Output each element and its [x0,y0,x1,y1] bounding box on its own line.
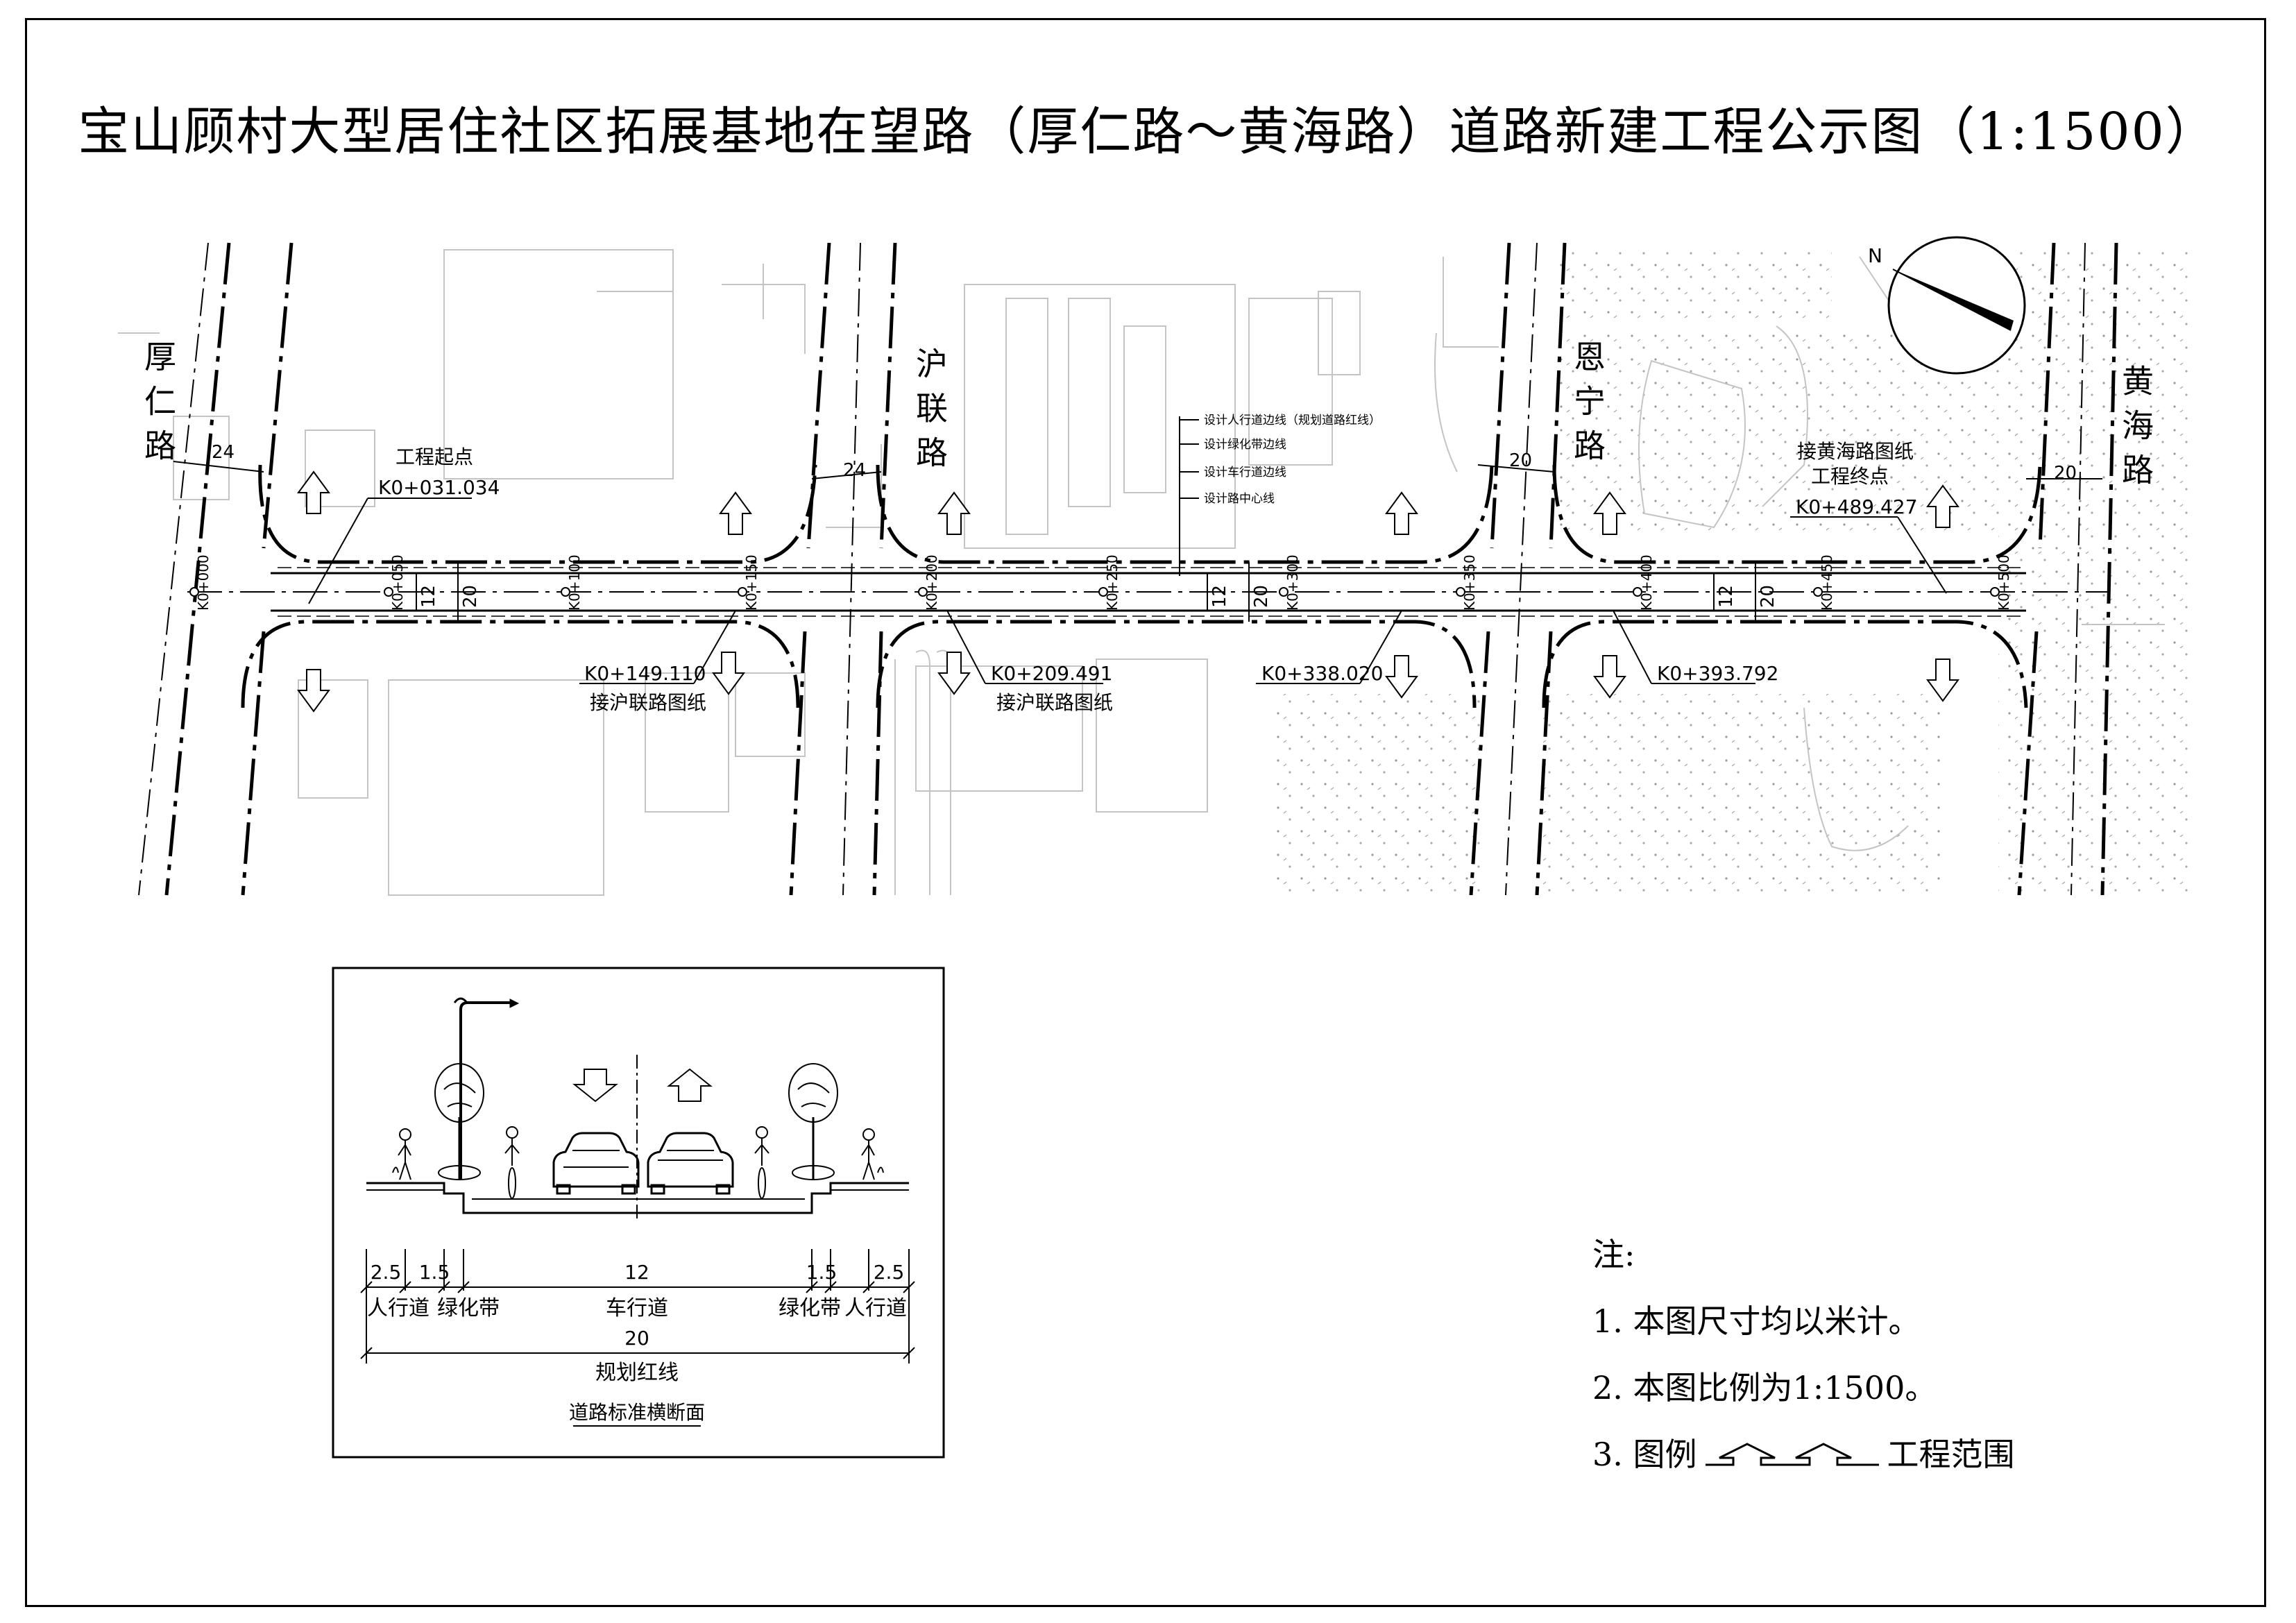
dim-greenbelt-left: 1.5 [419,1261,450,1284]
tree-icon [788,1063,838,1180]
enning-2-station: K0+393.792 [1657,662,1778,685]
notes: 注: 1. 本图尺寸均以米计。 2. 本图比例为1:1500。 3. 图例 工程… [1592,1221,2015,1488]
road-name-enning: 恩宁路 [1569,340,1606,473]
hulian-2-note: 接沪联路图纸 [996,691,1113,714]
carriage-width-label: 12 [1209,585,1230,608]
station-ticks [189,587,2000,597]
dim-total: 20 [624,1327,649,1350]
label-sidewalk-left: 人行道 [367,1296,430,1320]
station-label: K0+250 [1104,554,1121,611]
station-label: K0+350 [1461,554,1478,611]
notes-heading: 注: [1592,1236,1635,1273]
hulian-1-note: 接沪联路图纸 [590,691,706,714]
dim-sidewalk-right: 2.5 [874,1261,905,1284]
road-name-huanghai: 黄海路 [2117,364,2154,498]
station-label: K0+300 [1284,554,1301,611]
arrow-up-icon [667,1068,713,1102]
legend-suffix: 工程范围 [1887,1436,2015,1473]
hulian-width-label: 24 [843,460,866,481]
hulian-2-station: K0+209.491 [991,662,1112,685]
cross-section [332,967,945,1459]
dim-sidewalk-left: 2.5 [371,1261,402,1284]
line-legend-item: 设计路中心线 [1204,492,1275,506]
car-icon [552,1132,640,1195]
road-width-label: 20 [460,585,481,608]
label-greenbelt-right: 绿化带 [779,1296,841,1320]
pedestrian-icon [392,1128,411,1180]
enning-width-label: 20 [1509,450,1532,471]
background-map [111,243,2193,896]
line-legend-item: 设计绿化带边线 [1204,438,1286,452]
station-label: K0+100 [566,554,583,611]
huanghai-width-label: 20 [2054,463,2077,484]
end-title-1: 接黄海路图纸 [1797,440,1914,463]
arrow-down-icon [572,1069,618,1103]
line-legend [1179,416,1199,576]
station-label: K0+150 [743,554,760,611]
station-label: K0+050 [389,554,406,611]
line-legend-item: 设计车行道边线 [1204,466,1286,479]
main-road [187,464,2109,708]
range-arrow-icon [1705,1443,1879,1466]
main-road-dimensions [416,562,1756,622]
road-name-houren: 厚仁路 [139,340,177,473]
label-red-line: 规划红线 [595,1361,679,1385]
car-icon [647,1132,734,1195]
tree-icon [434,1063,484,1180]
drawing-title: 宝山顾村大型居住社区拓展基地在望路（厚仁路～黄海路）道路新建工程公示图（1:15… [78,102,2218,162]
start-station: K0+031.034 [378,476,500,499]
road-width-label: 20 [1758,585,1778,608]
hulian-1-station: K0+149.110 [584,662,706,685]
cross-section-caption: 道路标准横断面 [569,1401,705,1424]
label-sidewalk-right: 人行道 [844,1296,907,1320]
note-legend: 3. 图例 工程范围 [1592,1421,2015,1488]
station-label: K0+200 [924,554,940,611]
dim-greenbelt-right: 1.5 [806,1261,837,1284]
label-carriageway: 车行道 [606,1296,668,1320]
houren-width-label: 24 [212,442,235,463]
dim-carriageway: 12 [624,1261,649,1284]
cyclist-icon [504,1126,520,1199]
road-name-hulian: 沪联路 [911,347,949,480]
station-label: K0+500 [1996,554,2012,611]
note-item: 1. 本图尺寸均以米计。 [1592,1302,1921,1340]
cyclist-icon [754,1126,769,1199]
range-arrows [297,470,1959,713]
drawing-frame [25,18,2266,1607]
carriage-width-label: 12 [1716,585,1737,608]
note-item: 2. 本图比例为1:1500。 [1592,1369,1937,1407]
enning-1-station: K0+338.020 [1261,662,1383,685]
station-label: K0+400 [1638,554,1655,611]
north-label: N [1868,244,1882,267]
line-legend-item: 设计人行道边线（规划道路红线） [1204,414,1381,427]
cross-road-dimensions [173,461,2102,479]
station-label: K0+000 [195,554,212,611]
pedestrian-icon [861,1128,884,1180]
end-station: K0+489.427 [1796,495,1917,518]
station-labels: K0+000 K0+050 K0+100 K0+150 K0+200 K0+25… [195,554,2012,611]
start-title: 工程起点 [396,445,473,468]
end-title-2: 工程终点 [1811,465,1889,488]
station-label: K0+450 [1819,554,1835,611]
legend-prefix: 3. 图例 [1592,1436,1697,1473]
label-greenbelt-left: 绿化带 [437,1296,500,1320]
station-callouts [308,498,1947,684]
carriage-width-label: 12 [418,585,439,608]
north-arrow: N [1868,236,2026,375]
road-width-label: 20 [1251,585,1272,608]
cross-roads [138,242,2118,896]
